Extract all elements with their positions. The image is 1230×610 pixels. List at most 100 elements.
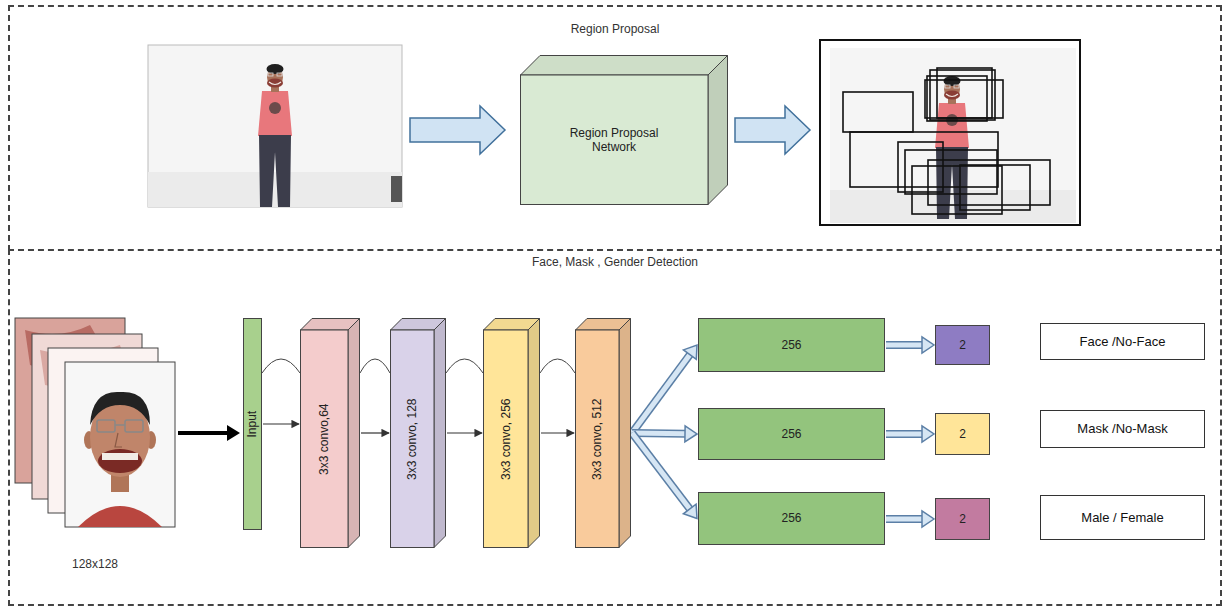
section-heading: Face, Mask , Gender Detection xyxy=(10,255,1220,269)
proposal-box xyxy=(930,70,995,120)
proposal-box xyxy=(912,166,1002,214)
output-layer: 2 xyxy=(935,325,990,365)
connector-fill xyxy=(632,433,690,510)
proposal-box xyxy=(927,76,987,121)
class-label: Face /No-Face xyxy=(1080,334,1166,350)
layer-label: 3x3 convo, 256 xyxy=(498,398,512,479)
connector-outline xyxy=(886,515,923,523)
class-label-box: Face /No-Face xyxy=(1040,323,1205,360)
arrow-head xyxy=(922,511,934,527)
dense-layer: 256 xyxy=(698,408,885,460)
face-crop-stack xyxy=(65,362,175,527)
section-heading: Region Proposal xyxy=(10,22,1220,36)
block-label: Region Proposal Network xyxy=(558,126,670,155)
connector-arrow xyxy=(632,433,697,519)
dense-layer: 256 xyxy=(698,492,885,545)
connector-arrow xyxy=(361,433,389,434)
layer-label: Input xyxy=(245,411,259,438)
input-photo xyxy=(391,176,402,202)
proposal-photo xyxy=(830,48,1076,223)
hollow-arrow xyxy=(410,106,505,154)
connector-fill xyxy=(886,432,923,437)
block-front-face xyxy=(484,330,529,548)
connector-arrow xyxy=(263,424,299,425)
block-front-face xyxy=(521,75,709,205)
image-size-label: 128x128 xyxy=(72,557,118,571)
connector-line xyxy=(541,432,574,433)
hollow-arrow xyxy=(735,106,810,154)
layer-label: 3x3 convo,64 xyxy=(317,403,331,474)
face-crop-stack xyxy=(15,318,175,527)
input-arrow xyxy=(178,425,240,441)
layer-label: 3x3 convo, 512 xyxy=(590,398,604,479)
face-crop-stack xyxy=(115,433,122,447)
class-label: Mask /No-Mask xyxy=(1077,421,1167,437)
arrow-head xyxy=(683,345,697,359)
layer-label: 3x3 convo, 128 xyxy=(405,398,419,479)
section-panel: Region ProposalRegion Proposal Network xyxy=(8,5,1222,251)
connector-fill xyxy=(886,517,923,522)
arrow-head xyxy=(922,337,934,353)
input-photo xyxy=(148,172,402,207)
block-side-face xyxy=(348,319,360,548)
connector-arrow xyxy=(886,426,934,442)
output-layer: 2 xyxy=(935,413,990,455)
proposal-box xyxy=(960,165,1030,210)
section-panel: Face, Mask , Gender DetectionInput 3x3 co… xyxy=(8,249,1222,606)
output-layer: 2 xyxy=(935,498,990,540)
arrow-head xyxy=(922,426,934,442)
block-front-face xyxy=(391,330,435,548)
unit-count: 256 xyxy=(781,338,801,352)
skip-arc xyxy=(360,359,390,373)
proposal-photo xyxy=(820,40,1080,225)
connector-fill xyxy=(632,354,690,433)
connector-outline xyxy=(886,341,923,349)
block-top-face xyxy=(521,56,728,76)
conv-layer: 3x3 convo, 512 xyxy=(575,318,631,548)
connector-arrow xyxy=(447,433,482,434)
connector-line xyxy=(361,432,389,433)
proposal-photo xyxy=(830,190,1076,223)
conv-layer: 3x3 convo, 256 xyxy=(483,318,540,548)
connector-arrow xyxy=(886,337,934,353)
connector-outline xyxy=(632,433,690,510)
input-layer: Input xyxy=(243,318,262,530)
unit-count: 256 xyxy=(781,427,801,441)
face-crop-stack xyxy=(125,420,143,432)
unit-count: 256 xyxy=(781,511,801,525)
network-block: Region Proposal Network xyxy=(520,55,728,205)
block-side-face xyxy=(434,319,446,548)
skip-arc xyxy=(262,359,300,373)
face-crop-stack xyxy=(78,506,162,527)
arrow-head xyxy=(683,504,697,518)
face-crop-stack xyxy=(115,424,125,426)
class-label: Male / Female xyxy=(1081,510,1163,526)
input-arrow xyxy=(178,431,229,435)
skip-arc xyxy=(446,359,483,373)
connector-outline xyxy=(632,429,686,438)
connector-line xyxy=(447,432,482,433)
conv-layer: 3x3 convo,64 xyxy=(300,318,360,548)
connector-arrow xyxy=(541,433,574,434)
input-arrow xyxy=(227,425,240,441)
proposal-photo xyxy=(820,40,1080,225)
proposal-box xyxy=(843,68,1050,214)
dense-layer: 256 xyxy=(698,318,885,372)
input-photo xyxy=(258,64,292,207)
proposal-photo xyxy=(935,76,969,219)
connector-arrow xyxy=(632,345,697,433)
input-photo xyxy=(148,45,402,207)
block-side-face xyxy=(708,56,728,205)
class-label-box: Mask /No-Mask xyxy=(1040,410,1205,448)
input-photo xyxy=(148,45,402,207)
block-front-face xyxy=(576,330,620,548)
conv-layer: 3x3 convo, 128 xyxy=(390,318,446,548)
unit-count: 2 xyxy=(959,427,966,441)
arrow-head xyxy=(685,426,697,442)
skip-arc xyxy=(540,359,575,373)
connector-fill xyxy=(632,431,686,437)
connector-fill xyxy=(886,343,923,348)
proposal-box xyxy=(905,150,997,194)
face-crop-stack xyxy=(98,449,142,473)
